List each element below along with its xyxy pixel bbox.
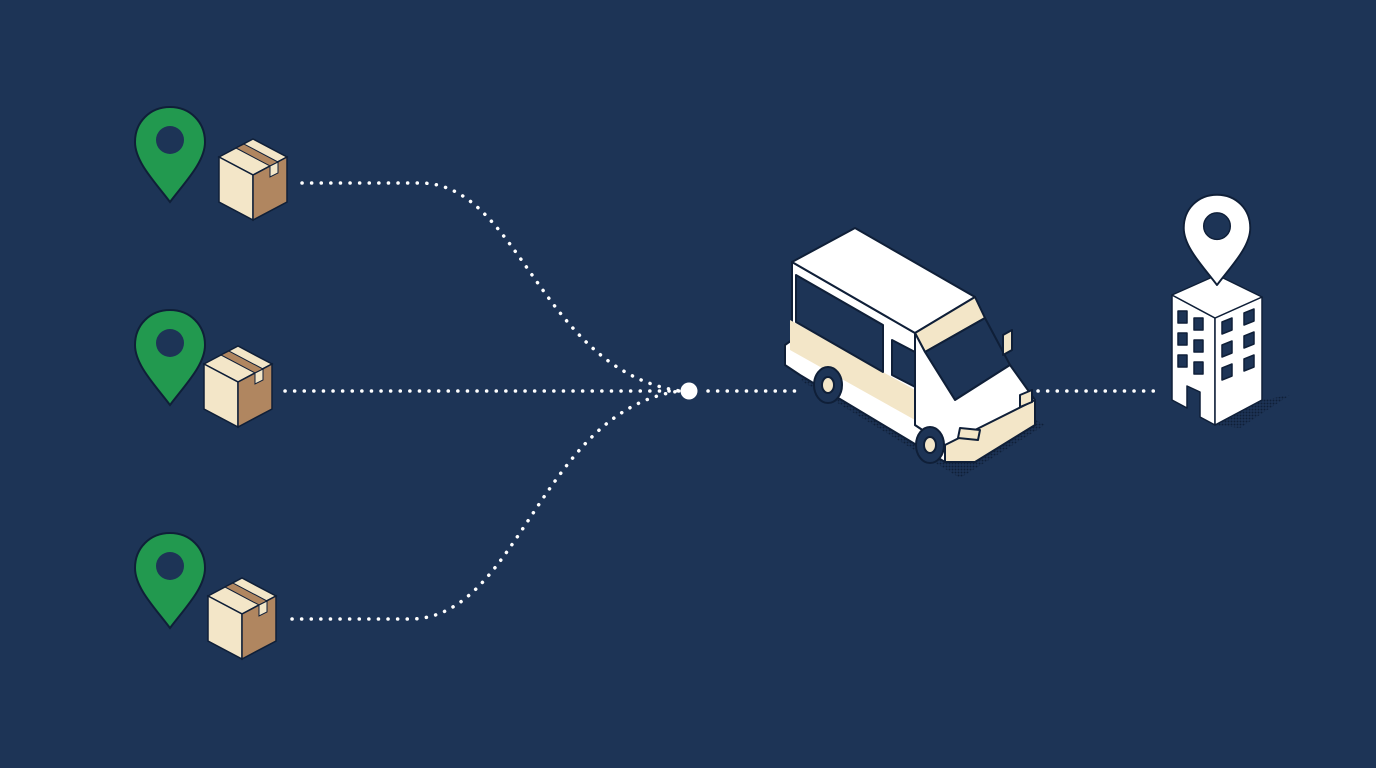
package-box-icon <box>218 138 288 221</box>
route-lines <box>283 181 1162 621</box>
map-pin-icon <box>134 532 206 629</box>
delivery-van-icon <box>784 227 1045 478</box>
pickup-1 <box>134 106 288 221</box>
map-pin-icon <box>1182 193 1252 286</box>
destination-building <box>1171 193 1290 428</box>
pickup-3 <box>134 532 277 660</box>
package-box-icon <box>203 345 273 428</box>
route-junction-dot <box>680 382 698 400</box>
package-box-icon <box>207 577 277 660</box>
side-window <box>795 274 884 373</box>
map-pin-icon <box>134 106 206 203</box>
pickup-2 <box>134 309 273 428</box>
map-pin-icon <box>134 309 206 406</box>
route-line-1 <box>300 181 682 393</box>
route-line-3 <box>290 389 682 621</box>
